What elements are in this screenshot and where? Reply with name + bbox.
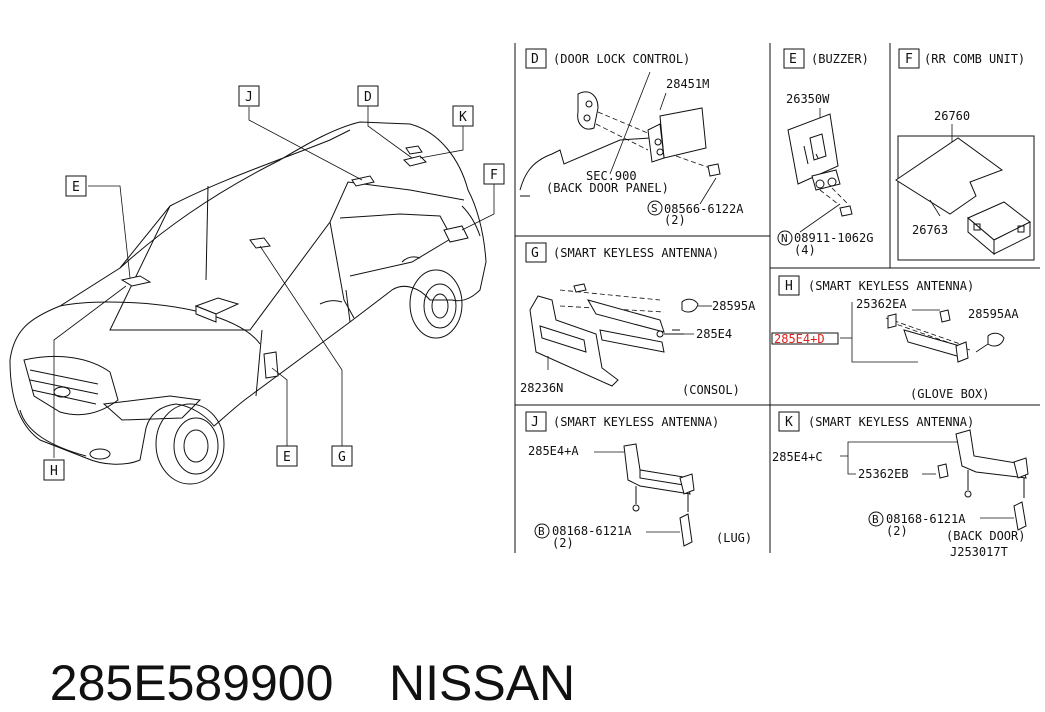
panel-d-sec-desc: (BACK DOOR PANEL) [546, 181, 669, 195]
panel-j-bolt: 08168-6121A [552, 524, 632, 538]
panel-k-location: (BACK DOOR) [946, 529, 1025, 543]
panel-g-part-bracket: 28236N [520, 381, 563, 395]
panel-d-title: (DOOR LOCK CONTROL) [553, 52, 690, 66]
panel-h-letter: H [785, 279, 793, 294]
panel-g: G (SMART KEYLESS ANTENNA) 28595A 285E4 2… [520, 242, 756, 397]
panel-j-bolt-qty: (2) [552, 536, 574, 550]
panel-d-bolt-prefix: S [651, 202, 658, 215]
panel-f-part-main: 26760 [934, 109, 970, 123]
panel-f: F (RR COMB UNIT) 26760 26763 [895, 48, 1035, 261]
panel-f-letter: F [905, 52, 913, 67]
panel-h-location: (GLOVE BOX) [910, 387, 989, 401]
panel-g-part-antenna: 285E4 [696, 327, 732, 341]
panel-e-nut: 08911-1062G [794, 231, 873, 245]
panel-e-title: (BUZZER) [811, 52, 869, 66]
callout-e-bottom: E [283, 450, 291, 465]
panel-h: H (SMART KEYLESS ANTENNA) 25362EA 28595A… [771, 275, 1019, 401]
panel-e: E (BUZZER) 26350W N 08911-1062G (4) [777, 48, 873, 257]
caption-part-number: 285E589900 [49, 655, 334, 711]
callout-e-top: E [72, 180, 80, 195]
panel-k-bolt-prefix: B [872, 513, 879, 526]
callout-h: H [50, 464, 58, 479]
panel-k-part-clip: 25362EB [858, 467, 909, 481]
panel-e-letter: E [789, 52, 797, 67]
panel-j-part-antenna: 285E4+A [528, 444, 579, 458]
callout-f: F [490, 168, 498, 183]
callout-g: G [338, 450, 346, 465]
panel-d-bolt: 08566-6122A [664, 202, 744, 216]
panel-k-letter: K [785, 415, 793, 430]
panel-k-bolt: 08168-6121A [886, 512, 966, 526]
panel-e-part-main: 26350W [786, 92, 830, 106]
panel-g-location: (CONSOL) [682, 383, 740, 397]
panel-e-nut-prefix: N [781, 232, 788, 245]
drawing-code: J253017T [950, 545, 1008, 559]
highlight-box [771, 332, 839, 345]
panel-f-title: (RR COMB UNIT) [924, 52, 1025, 66]
panel-g-part-screw: 28595A [712, 299, 756, 313]
panel-d-sec: SEC.900 [586, 169, 637, 183]
panel-h-part-clip: 25362EA [856, 297, 907, 311]
panel-f-part-sub: 26763 [912, 223, 948, 237]
panel-d-letter: D [531, 52, 539, 67]
panel-e-nut-qty: (4) [794, 243, 816, 257]
panel-j-location: (LUG) [716, 531, 752, 545]
panel-d-part-main: 28451M [666, 77, 709, 91]
panel-k-title: (SMART KEYLESS ANTENNA) [808, 415, 974, 429]
panel-j: J (SMART KEYLESS ANTENNA) 285E4+A B 0816… [525, 411, 752, 550]
callout-j: J [245, 90, 253, 105]
panel-k-bolt-qty: (2) [886, 524, 908, 538]
panel-k-part-antenna: 285E4+C [772, 450, 823, 464]
panel-h-highlighted-part[interactable]: 285E4+D [774, 332, 825, 346]
caption-brand: NISSAN [389, 655, 576, 711]
panel-k: K (SMART KEYLESS ANTENNA) 285E4+C 25362E… [772, 411, 1029, 559]
panel-g-letter: G [531, 246, 539, 261]
panel-j-letter: J [531, 415, 539, 430]
panel-j-title: (SMART KEYLESS ANTENNA) [553, 415, 719, 429]
panel-d-bolt-qty: (2) [664, 213, 686, 227]
parts-diagram: J D K E F H E G D (DOOR LOCK CONTROL) 28… [9, 43, 1040, 559]
panel-j-bolt-prefix: B [538, 525, 545, 538]
panel-h-title: (SMART KEYLESS ANTENNA) [808, 279, 974, 293]
panel-d: D (DOOR LOCK CONTROL) 28451M SEC.900 (BA… [519, 48, 744, 227]
panel-h-part-screw: 28595AA [968, 307, 1019, 321]
callout-d: D [364, 90, 372, 105]
panel-g-title: (SMART KEYLESS ANTENNA) [553, 246, 719, 260]
panel-grid [514, 43, 1040, 553]
car-overview [9, 106, 495, 485]
caption: 285E589900 NISSAN [22, 596, 575, 712]
callout-k: K [459, 110, 467, 125]
